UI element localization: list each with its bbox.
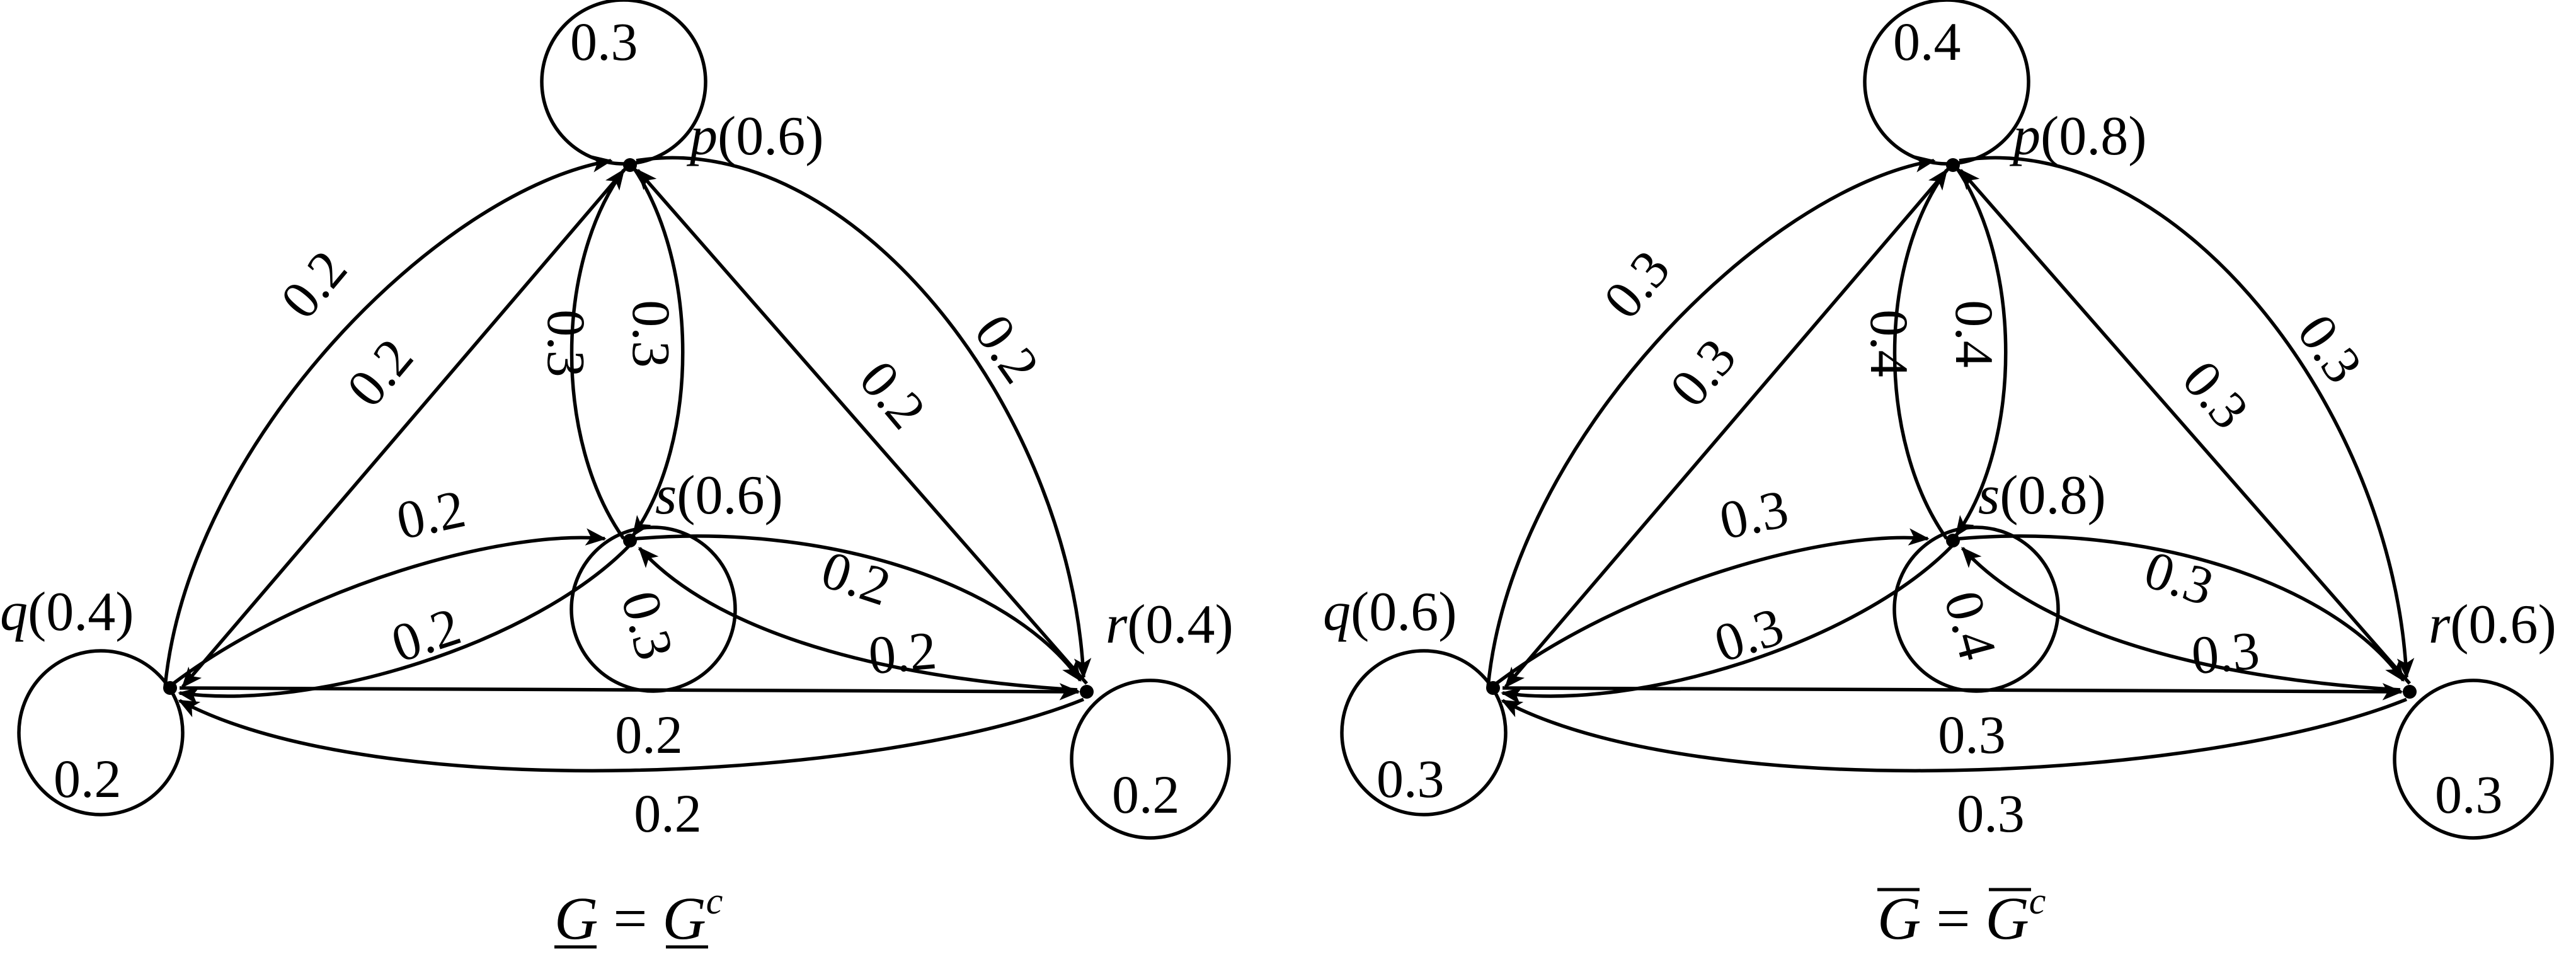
edge-s-p-left (1892, 168, 1949, 540)
node-r (1080, 685, 1094, 699)
loop-r (1070, 679, 1231, 840)
node-p (623, 158, 637, 172)
edge-label-p-r-outer: 0.3 (2286, 304, 2374, 394)
edge-r-p-inner (636, 168, 1089, 685)
edge-label-q-r-bottom: 0.3 (1957, 783, 2025, 844)
edge-label-q-p-outer: 0.3 (1591, 239, 1681, 330)
loop-label-q: 0.3 (1377, 748, 1445, 809)
edge-s-r-upper (636, 534, 1082, 682)
loop-label-s: 0.3 (610, 585, 686, 666)
edge-p-s-right (1954, 166, 2008, 537)
edge-q-s-upper (1495, 528, 1930, 685)
loop-label-p: 0.4 (1893, 11, 1961, 72)
edge-q-p-outer (1486, 155, 1936, 687)
edge-label-p-s-left: 0.4 (1859, 309, 1920, 377)
edge-label-q-r-bottom: 0.2 (634, 783, 702, 844)
edge-label-q-s-lower: 0.2 (384, 595, 467, 674)
caption-right: G = Gc (1877, 880, 2046, 952)
edge-label-q-p-inner: 0.3 (1657, 327, 1748, 418)
svg-text:G = Gc: G = Gc (554, 880, 723, 952)
graph-G-over: p(0.8) q(0.6) r(0.6) s(0.8) 0.4 0.3 0.3 … (1323, 0, 2556, 952)
loop-r (2393, 679, 2554, 840)
node-r (2403, 685, 2417, 699)
node-label-r: r(0.6) (2429, 594, 2556, 655)
loop-label-q: 0.2 (54, 748, 122, 809)
edge-label-q-s-lower: 0.3 (1707, 595, 1790, 674)
edge-s-q-lower (178, 544, 631, 704)
edge-label-p-r-outer: 0.2 (963, 304, 1051, 394)
loop-q (1340, 649, 1508, 817)
edge-p-r-outer (1959, 156, 2415, 679)
edge-r-q-bottom (1501, 697, 2408, 773)
edge-p-r-outer (636, 156, 1092, 679)
edge-s-r-upper (1959, 534, 2405, 682)
node-label-q: q(0.4) (0, 582, 134, 643)
edge-p-q-inner (181, 166, 629, 689)
loop-label-r: 0.3 (2435, 764, 2503, 825)
node-q (1486, 681, 1500, 695)
edge-label-p-s-right: 0.3 (621, 300, 682, 368)
edge-p-s-right (631, 166, 685, 537)
edge-p-q-inner (1504, 166, 1952, 689)
edge-r-p-inner (1959, 168, 2412, 685)
edge-label-s-r-upper: 0.2 (815, 539, 898, 617)
node-label-p: p(0.6) (686, 106, 824, 167)
edge-s-q-lower (1501, 544, 1954, 704)
svg-text:G = Gc: G = Gc (1877, 880, 2046, 952)
edge-label-s-r-lower: 0.2 (866, 620, 939, 686)
loop-label-r: 0.2 (1112, 764, 1180, 825)
edge-label-q-s-upper: 0.3 (1714, 478, 1793, 551)
graph-G-under: p(0.6) q(0.4) r(0.4) s(0.6) 0.3 0.2 0.2 … (0, 0, 1234, 952)
edge-label-q-r-straight: 0.2 (615, 704, 683, 765)
edge-label-p-s-left: 0.3 (536, 309, 597, 377)
edge-q-r-straight (1502, 683, 2403, 701)
edge-q-p-outer (163, 155, 613, 687)
node-label-r: r(0.4) (1106, 594, 1234, 655)
node-s (623, 534, 637, 547)
edge-q-s-upper (172, 528, 607, 685)
loop-label-s: 0.4 (1933, 585, 2009, 666)
caption-left: G = Gc (554, 880, 723, 952)
edge-label-q-p-inner: 0.2 (335, 327, 425, 418)
edge-label-p-s-right: 0.4 (1944, 300, 2005, 368)
edge-label-q-s-upper: 0.2 (391, 478, 470, 551)
node-label-s: s(0.8) (1978, 465, 2106, 526)
edge-label-s-r-upper: 0.3 (2138, 539, 2221, 617)
node-s (1946, 534, 1960, 547)
node-p (1946, 158, 1960, 172)
edge-q-r-straight (179, 683, 1080, 701)
loop-q (17, 649, 185, 817)
node-q (163, 681, 177, 695)
edge-s-p-left (570, 168, 626, 540)
node-label-s: s(0.6) (655, 465, 783, 526)
edge-label-q-p-outer: 0.2 (268, 239, 358, 330)
loop-label-p: 0.3 (570, 11, 638, 72)
edge-label-s-r-lower: 0.3 (2189, 620, 2262, 686)
edge-r-s-lower (638, 546, 1078, 692)
edge-r-s-lower (1961, 546, 2401, 692)
node-label-p: p(0.8) (2009, 106, 2147, 167)
edge-r-q-bottom (178, 697, 1085, 773)
node-label-q: q(0.6) (1323, 582, 1457, 643)
edge-label-q-r-straight: 0.3 (1938, 704, 2006, 765)
